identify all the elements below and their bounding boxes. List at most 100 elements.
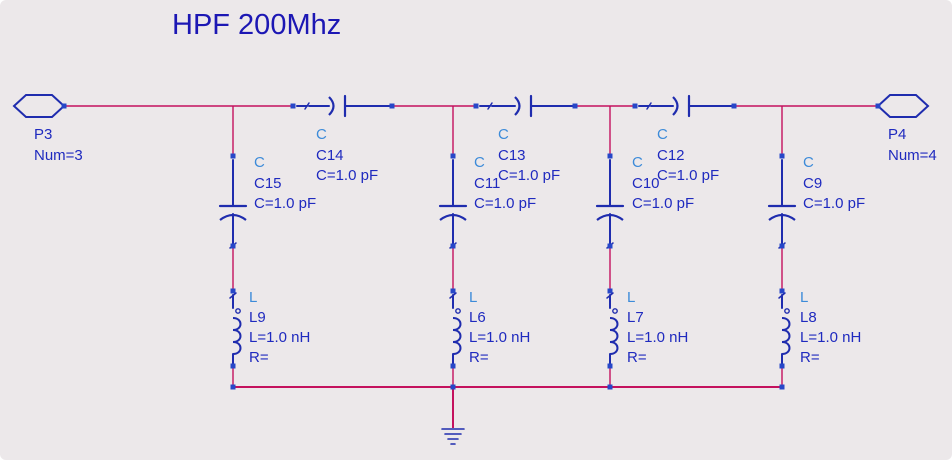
pin-node bbox=[230, 288, 236, 294]
pin-node bbox=[450, 288, 456, 294]
pin-node bbox=[230, 384, 236, 390]
component-value-label: L=1.0 nH bbox=[800, 329, 861, 346]
pin-node bbox=[230, 153, 236, 159]
inductor-coil bbox=[609, 317, 619, 355]
inductor-l6[interactable]: L L6L=1.0 nH R= bbox=[449, 288, 530, 369]
port-name-label: P3 bbox=[34, 126, 52, 143]
pin-node bbox=[779, 153, 785, 159]
component-name-label: L8 bbox=[800, 309, 817, 326]
pin-node bbox=[607, 384, 613, 390]
port-node bbox=[61, 103, 67, 109]
inductor-polarity-dot bbox=[235, 308, 241, 314]
port-node bbox=[875, 103, 881, 109]
capacitor-pin-tick bbox=[304, 102, 310, 110]
component-type-label: C bbox=[316, 126, 327, 143]
pin-node bbox=[607, 363, 613, 369]
inductor-l8[interactable]: L L8L=1.0 nH R= bbox=[778, 288, 861, 369]
capacitor-pin-tick bbox=[646, 102, 652, 110]
port-num-label: Num=3 bbox=[34, 147, 83, 164]
pin-node bbox=[473, 103, 479, 109]
component-value-label: L=1.0 nH bbox=[469, 329, 530, 346]
inductor-coil bbox=[452, 317, 462, 355]
port-symbol-icon bbox=[12, 94, 66, 118]
ground-symbol[interactable] bbox=[441, 428, 465, 445]
pin-node bbox=[632, 103, 638, 109]
pin-node bbox=[731, 103, 737, 109]
component-type-label: C bbox=[254, 154, 265, 171]
pin-node bbox=[607, 153, 613, 159]
component-name-label: C10 bbox=[632, 175, 660, 192]
component-value-label: L=1.0 nH bbox=[249, 329, 310, 346]
component-name-label: C15 bbox=[254, 175, 282, 192]
component-value-label: C=1.0 pF bbox=[803, 195, 865, 212]
component-type-label: L bbox=[800, 289, 808, 306]
inductor-l9[interactable]: L L9L=1.0 nH R= bbox=[229, 288, 310, 369]
ground-bus-nodes bbox=[230, 384, 785, 390]
capacitor-curved-plate bbox=[672, 96, 679, 116]
port-symbol-icon bbox=[876, 94, 930, 118]
capacitor-curved-plate bbox=[328, 96, 335, 116]
component-name-label: L6 bbox=[469, 309, 486, 326]
wires bbox=[64, 105, 876, 428]
component-type-label: C bbox=[657, 126, 668, 143]
pin-node bbox=[450, 243, 456, 249]
pin-node bbox=[572, 103, 578, 109]
pin-node bbox=[779, 243, 785, 249]
pin-node bbox=[607, 288, 613, 294]
pin-node bbox=[607, 243, 613, 249]
port-name-label: P4 bbox=[888, 126, 906, 143]
component-type-label: L bbox=[469, 289, 477, 306]
component-name-label: C12 bbox=[657, 147, 685, 164]
component-r-label: R= bbox=[469, 349, 489, 366]
component-value-label: C=1.0 pF bbox=[498, 167, 560, 184]
inductor-polarity-dot bbox=[784, 308, 790, 314]
component-value-label: C=1.0 pF bbox=[254, 195, 316, 212]
component-value-label: C=1.0 pF bbox=[632, 195, 694, 212]
component-name-label: C14 bbox=[316, 147, 344, 164]
component-name-label: C13 bbox=[498, 147, 526, 164]
pin-node bbox=[230, 363, 236, 369]
component-r-label: R= bbox=[800, 349, 820, 366]
component-type-label: C bbox=[498, 126, 509, 143]
component-r-label: R= bbox=[627, 349, 647, 366]
component-type-label: L bbox=[249, 289, 257, 306]
inductor-polarity-dot bbox=[455, 308, 461, 314]
component-type-label: C bbox=[803, 154, 814, 171]
component-value-label: C=1.0 pF bbox=[316, 167, 378, 184]
pin-node bbox=[389, 103, 395, 109]
pin-node bbox=[779, 363, 785, 369]
inductor-polarity-dot bbox=[612, 308, 618, 314]
component-r-label: R= bbox=[249, 349, 269, 366]
component-name-label: L9 bbox=[249, 309, 266, 326]
pin-node bbox=[450, 153, 456, 159]
inductor-coil bbox=[232, 317, 242, 355]
component-name-label: L7 bbox=[627, 309, 644, 326]
capacitor-curved-plate bbox=[514, 96, 521, 116]
component-name-label: C11 bbox=[474, 175, 500, 192]
capacitor-pin-tick bbox=[487, 102, 493, 110]
schematic-title: HPF 200Mhz bbox=[172, 9, 342, 41]
inductor-coil bbox=[781, 317, 791, 355]
pin-node bbox=[290, 103, 296, 109]
component-type-label: C bbox=[474, 154, 485, 171]
pin-node bbox=[779, 288, 785, 294]
port-num-label: Num=4 bbox=[888, 147, 937, 164]
pin-node bbox=[230, 243, 236, 249]
component-value-label: C=1.0 pF bbox=[474, 195, 536, 212]
component-type-label: L bbox=[627, 289, 635, 306]
component-value-label: C=1.0 pF bbox=[657, 167, 719, 184]
component-type-label: C bbox=[632, 154, 643, 171]
pin-node bbox=[779, 384, 785, 390]
